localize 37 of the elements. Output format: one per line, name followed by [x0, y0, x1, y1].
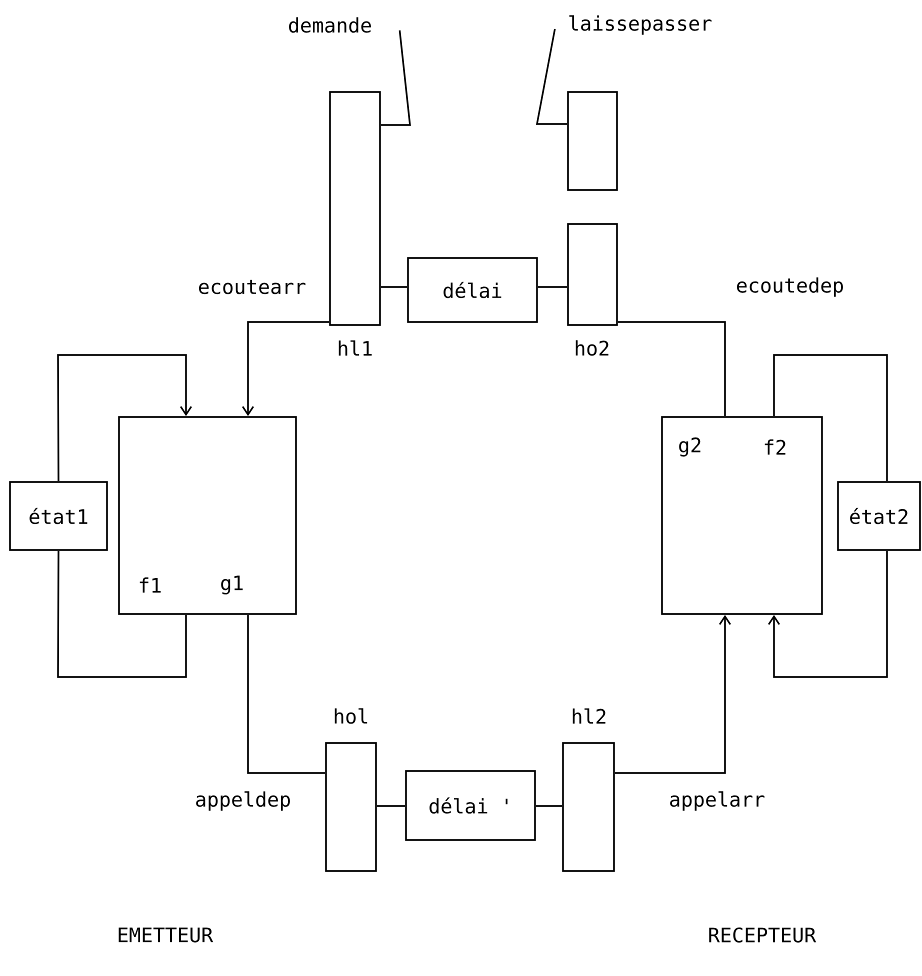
delay-box: délai ' — [405, 770, 536, 841]
connector-line — [247, 614, 326, 774]
register-label: hl2 — [572, 708, 606, 724]
register-box — [562, 742, 615, 872]
arrow — [768, 550, 888, 678]
edge-label: ecoutearr — [196, 278, 308, 296]
register-box — [567, 91, 618, 191]
delay-box: délai — [407, 257, 538, 323]
connector-line — [380, 30, 411, 126]
connector-line — [57, 550, 187, 678]
connector-line — [618, 321, 726, 416]
state-box: état2 — [837, 481, 921, 551]
edge-label: ecoutedep — [734, 276, 846, 298]
connector-line — [376, 805, 406, 807]
process-box: f1 g1 — [118, 416, 297, 615]
side-label: EMETTEUR — [118, 928, 214, 942]
register-box — [567, 223, 618, 326]
edge-label: appelarr — [668, 790, 766, 812]
register-label: ho2 — [576, 340, 608, 356]
state-box: état1 — [9, 481, 108, 551]
arrow — [57, 354, 192, 482]
connector-line — [536, 805, 562, 807]
signal-label: demande — [289, 17, 371, 33]
process-box: g2 f2 — [661, 416, 823, 615]
arrow — [614, 614, 732, 774]
edge-label: appeldep — [194, 790, 292, 812]
register-box — [329, 91, 381, 326]
side-label: RECEPTEUR — [709, 927, 816, 943]
connector-line — [538, 286, 568, 288]
connector-line — [536, 28, 568, 125]
register-box — [325, 742, 377, 872]
register-label: hl1 — [338, 340, 372, 356]
arrow — [242, 321, 330, 416]
signal-label: laissepasser — [569, 15, 712, 35]
connector-line — [380, 286, 408, 288]
connector-line — [773, 354, 888, 482]
register-label: hol — [334, 708, 368, 724]
